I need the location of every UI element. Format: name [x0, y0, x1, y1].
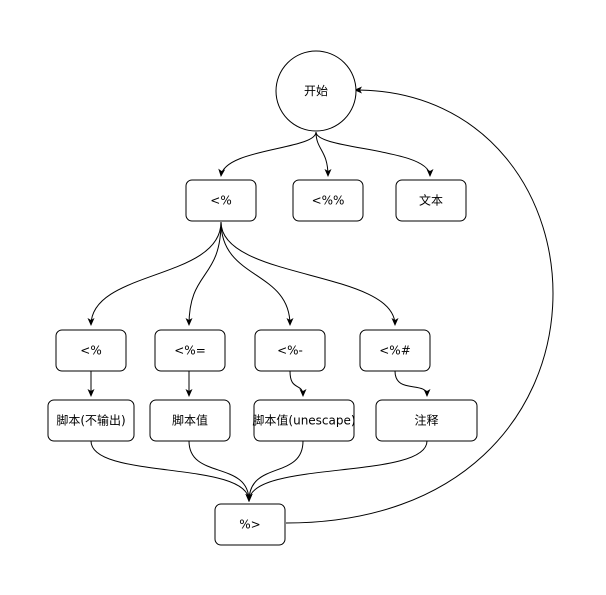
node-value: 脚本值: [149, 399, 231, 442]
node-output-tag: <%=: [154, 329, 226, 372]
edge-value-to-close-tag: [188, 440, 253, 502]
node-value-label: 脚本值: [172, 413, 208, 428]
node-close-tag-label: %>: [239, 518, 260, 532]
node-unescape-tag: <%-: [254, 329, 326, 372]
node-open-tag-label: <%: [210, 194, 231, 208]
edge-open-to-output-tag: [185, 221, 222, 326]
edge-open-to-scriptlet-tag: [87, 221, 222, 326]
edge-comment-to-close-tag: [245, 440, 428, 502]
edges: [87, 86, 554, 524]
edge-value-unescape-to-close-tag: [245, 440, 304, 502]
node-scriptlet-label: 脚本(不输出): [56, 413, 125, 428]
node-comment-label: 注释: [414, 413, 438, 428]
node-start: 开始: [275, 50, 357, 132]
edge-close-tag-to-start: [285, 86, 554, 524]
node-unescape-tag-label: <%-: [277, 344, 303, 358]
edge-unescape-tag-to-value-unescape: [289, 370, 307, 397]
node-scriptlet-tag: <%: [55, 329, 127, 372]
edge-start-to-open-tag: [218, 131, 317, 177]
edge-comment-tag-to-comment: [394, 370, 431, 397]
node-comment-tag: <%#: [359, 329, 431, 372]
node-open-tag: <%: [185, 179, 257, 222]
node-start-label: 开始: [304, 84, 328, 98]
edge-start-to-literal-tag: [315, 131, 332, 177]
node-comment-tag-label: <%#: [379, 344, 411, 358]
node-comment: 注释: [375, 399, 478, 442]
node-literal-tag-label: <%%: [312, 194, 345, 208]
edge-start-to-text: [315, 131, 434, 177]
node-scriptlet: 脚本(不输出): [47, 399, 135, 442]
node-value-unescape-label: 脚本值(unescape): [252, 413, 355, 428]
node-text-label: 文本: [419, 193, 443, 208]
node-scriptlet-tag-label: <%: [80, 344, 101, 358]
edge-open-to-comment-tag: [220, 221, 399, 326]
node-text: 文本: [395, 179, 467, 222]
node-output-tag-label: <%=: [174, 344, 206, 358]
node-value-unescape: 脚本值(unescape): [252, 399, 356, 442]
edge-scriptlet-to-close-tag: [90, 440, 253, 502]
edge-open-to-unescape-tag: [220, 221, 294, 326]
node-literal-tag: <%%: [292, 179, 364, 222]
node-close-tag: %>: [214, 503, 286, 546]
